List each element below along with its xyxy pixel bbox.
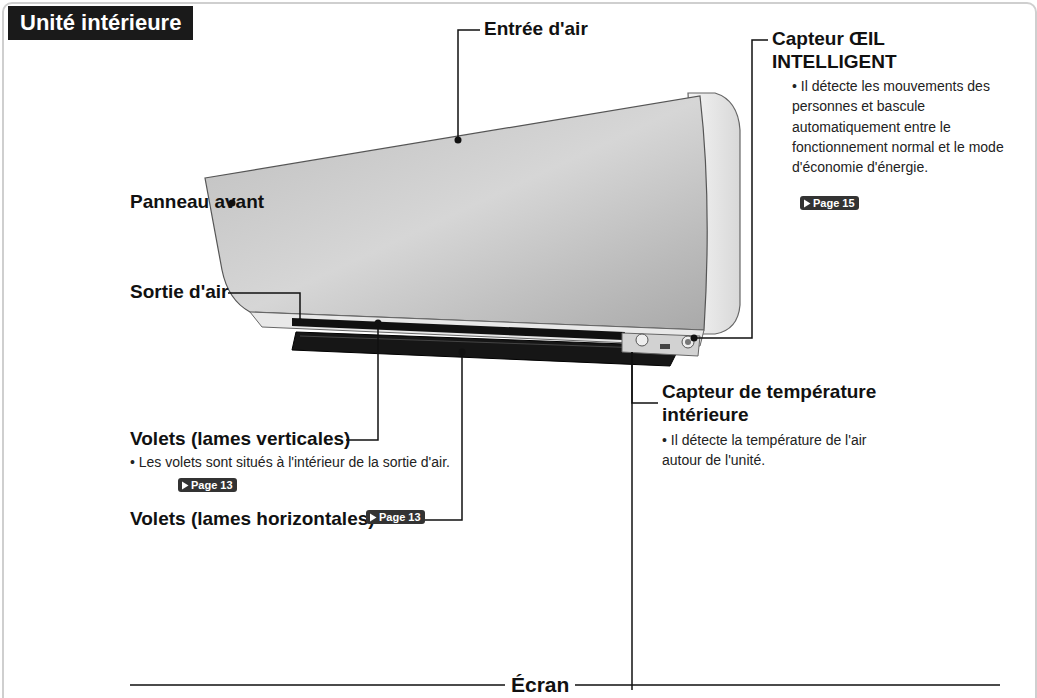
page-ref-text: Page 13 [191,479,233,491]
page-ref: Page 13 [178,478,237,492]
part-label: Capteur ŒIL INTELLIGENT [772,28,977,74]
part-label: Entrée d'air [484,18,588,41]
part-label: Capteur de température intérieure [662,381,897,427]
section-label: Écran [505,672,575,697]
part-label: Volets (lames horizontales) [130,508,375,531]
page-ref-text: Page 15 [813,197,855,209]
section-title: Unité intérieure [8,6,193,40]
part-note: • Il détecte la température de l'air aut… [662,430,892,471]
part-label: Sortie d'air [130,281,229,304]
part-note: • Les volets sont situés à l'intérieur d… [130,452,460,472]
page-ref-text: Page 13 [379,511,421,523]
part-note: • Il détecte les mouvements des personne… [792,76,1024,177]
part-label: Volets (lames verticales) [130,428,350,451]
arrow-icon [803,199,811,208]
arrow-icon [369,513,377,522]
page-ref: Page 15 [800,196,859,210]
page-ref: Page 13 [366,510,425,524]
part-label: Panneau avant [130,191,264,214]
arrow-icon [181,481,189,490]
